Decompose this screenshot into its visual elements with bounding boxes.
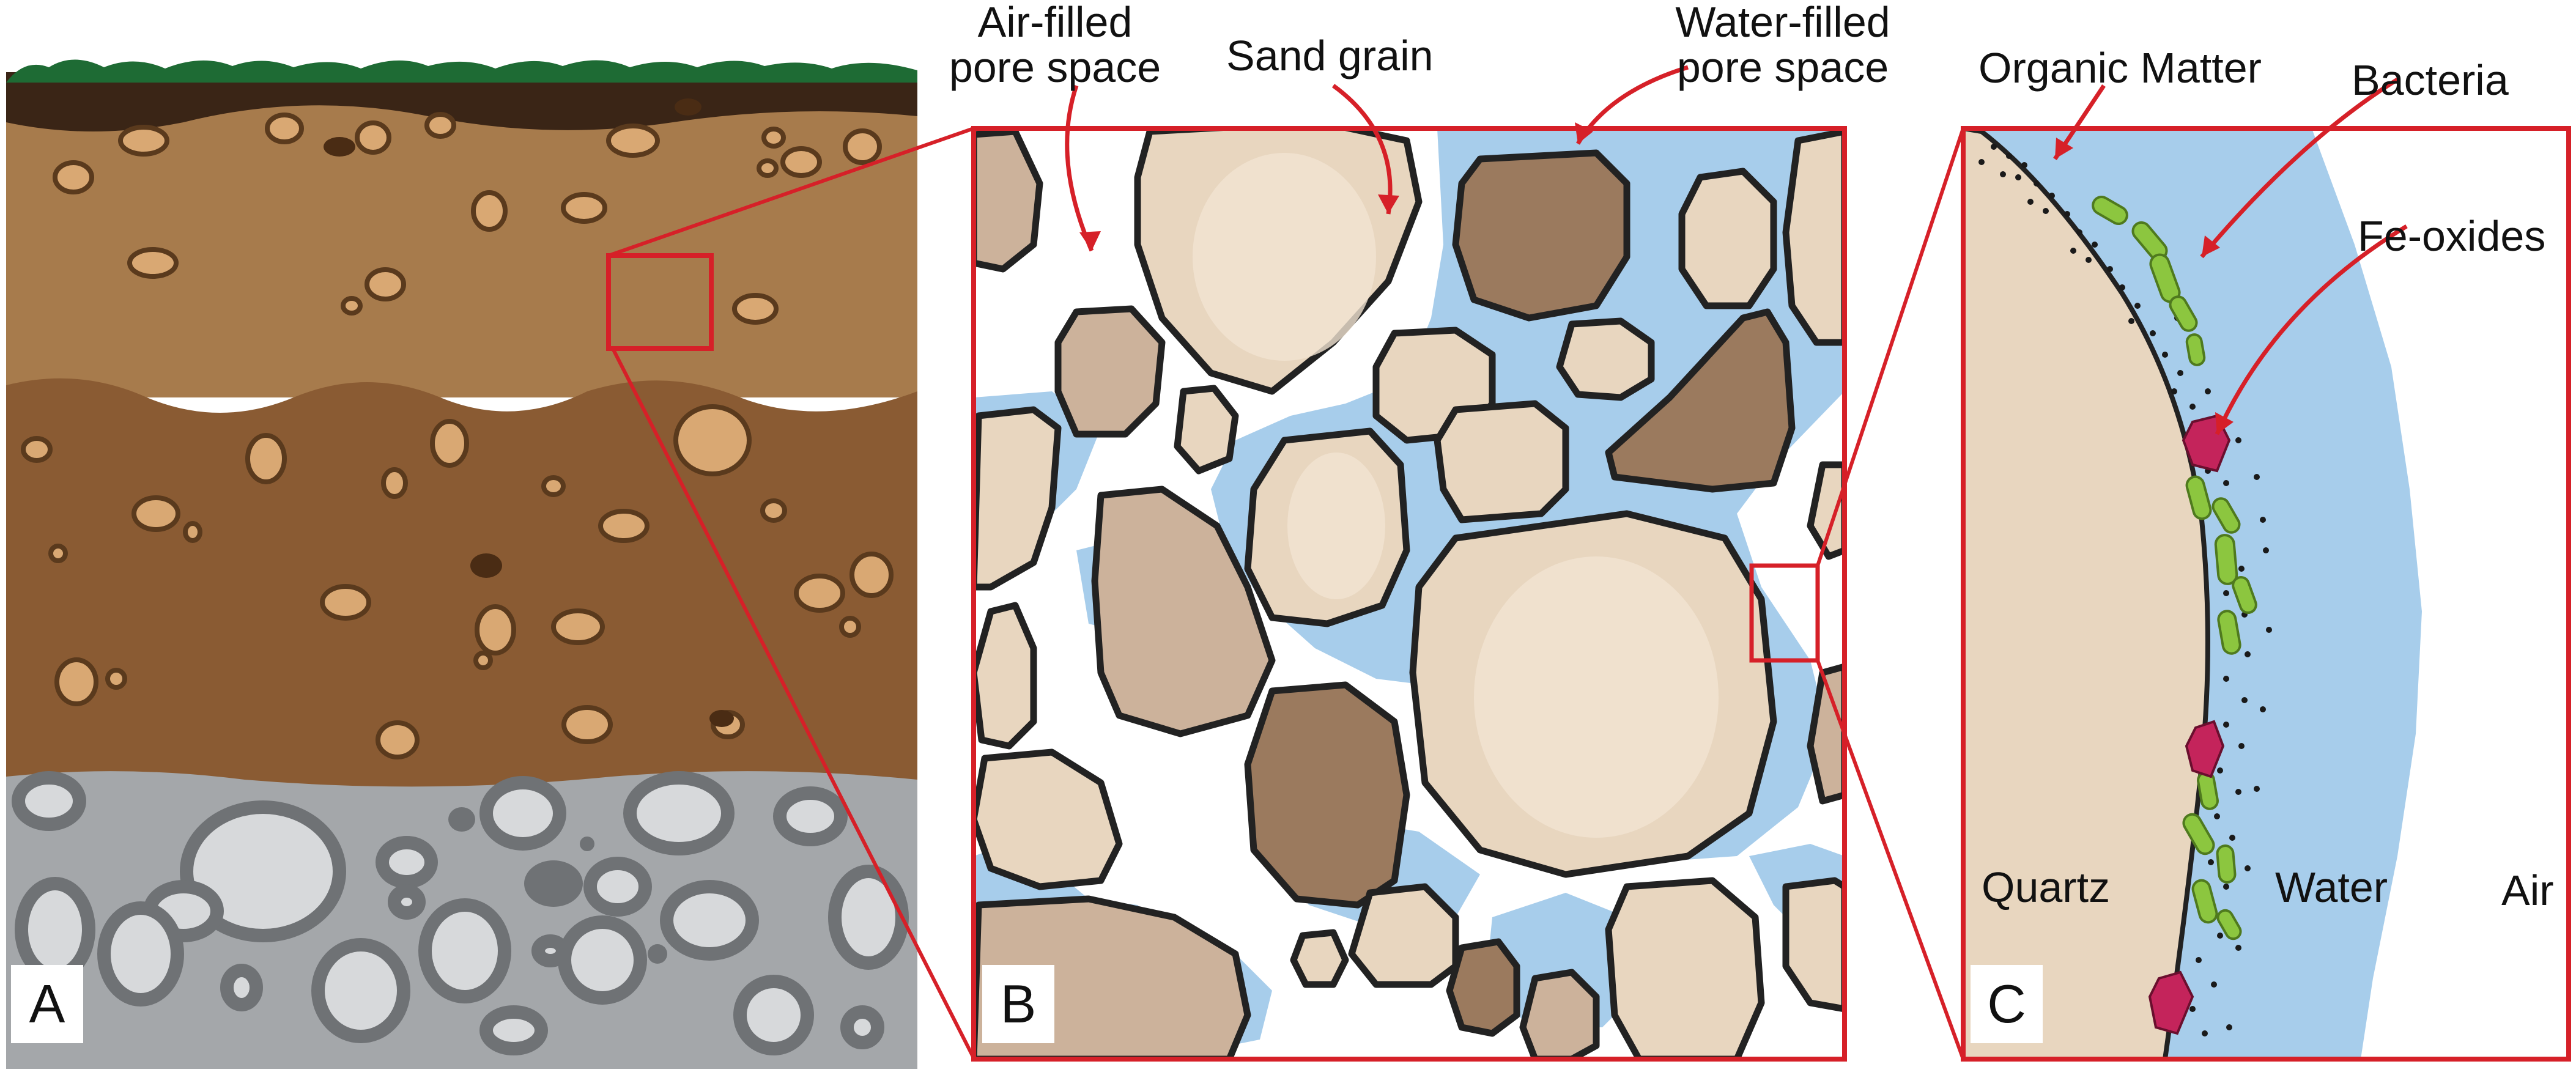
grain-bottom-mid-1 [1348,883,1459,988]
panel-c-frame [1961,126,2571,1062]
arrow-bacteria [2200,78,2399,259]
grain-center-small [1434,400,1569,523]
grain-top-right-2 [1782,128,1845,346]
grain-bottom-dark [1446,938,1520,1037]
panel-b-pore-space [974,128,1845,1059]
label-water: Water [2275,863,2388,911]
topsoil-layer [6,72,917,131]
grain-left-2 [1091,486,1276,737]
grain-tiny-left [1174,385,1239,475]
lower-dark-pebbles [470,553,734,727]
label-air: Air [2501,866,2554,914]
grass-strip [6,59,917,83]
grain-dark-mid [1605,308,1796,493]
quartz-grain [1963,128,2210,1059]
grain-small-left [1054,305,1166,438]
grain-left-4 [974,748,1123,890]
label-sand-grain: Sand grain [1226,32,1434,79]
grain-top-right-1 [1678,168,1777,309]
zoom-lines-a-b [608,127,975,1059]
panel-c-grain-surface [1963,128,2569,1059]
grain-bottom-mid-3 [1519,969,1600,1059]
arrow-sand-grain [1331,84,1393,215]
grain-bottom-small-1 [1290,929,1349,988]
grain-dark-top [1452,149,1630,322]
gravel-pebbles [12,771,909,1055]
gravel-dark-pebbles [448,807,667,964]
panel-b-frame [971,126,1847,1062]
panel-a-soil-profile [6,59,917,1069]
soil-lower-horizon [6,378,917,801]
zoom-lines-b-c [1816,128,1965,1060]
zoom-box-a [606,253,714,351]
grain-mid-2 [1556,317,1655,401]
label-fe-oxides: Fe-oxides [2358,212,2546,260]
lower-pebbles [21,404,894,759]
callout-arrowheads [1079,122,2234,434]
grain-left-1 [974,406,1062,591]
label-organic-matter: Organic Matter [1978,44,2262,92]
bacteria-cells [2092,196,2257,940]
panel-letter-b: B [982,965,1054,1043]
grain-dark-left [1244,681,1410,909]
organic-matter-dots [1978,144,2272,1036]
panel-letter-a: A [11,965,83,1043]
label-water-filled-pore-space: Water-filled pore space [1675,0,1890,91]
zoom-box-b [1749,563,1820,663]
label-quartz: Quartz [1982,863,2111,911]
label-bacteria: Bacteria [2352,56,2509,104]
grain-bottom-mid-2 [1605,877,1765,1059]
grain-right-1 [1807,461,1845,560]
upper-dark-pebbles [324,98,701,157]
label-air-filled-pore-space: Air-filled pore space [949,0,1161,91]
grain-highlights [1193,153,1719,838]
grain-right-2 [1807,663,1845,805]
arrow-air-filled [1065,84,1094,252]
panel-letter-c: C [1971,965,2043,1043]
arrow-fe-oxides [2215,224,2408,435]
grain-top-left [974,128,1043,273]
grain-bottom-right [1782,877,1845,1013]
upper-pebbles [53,112,882,325]
